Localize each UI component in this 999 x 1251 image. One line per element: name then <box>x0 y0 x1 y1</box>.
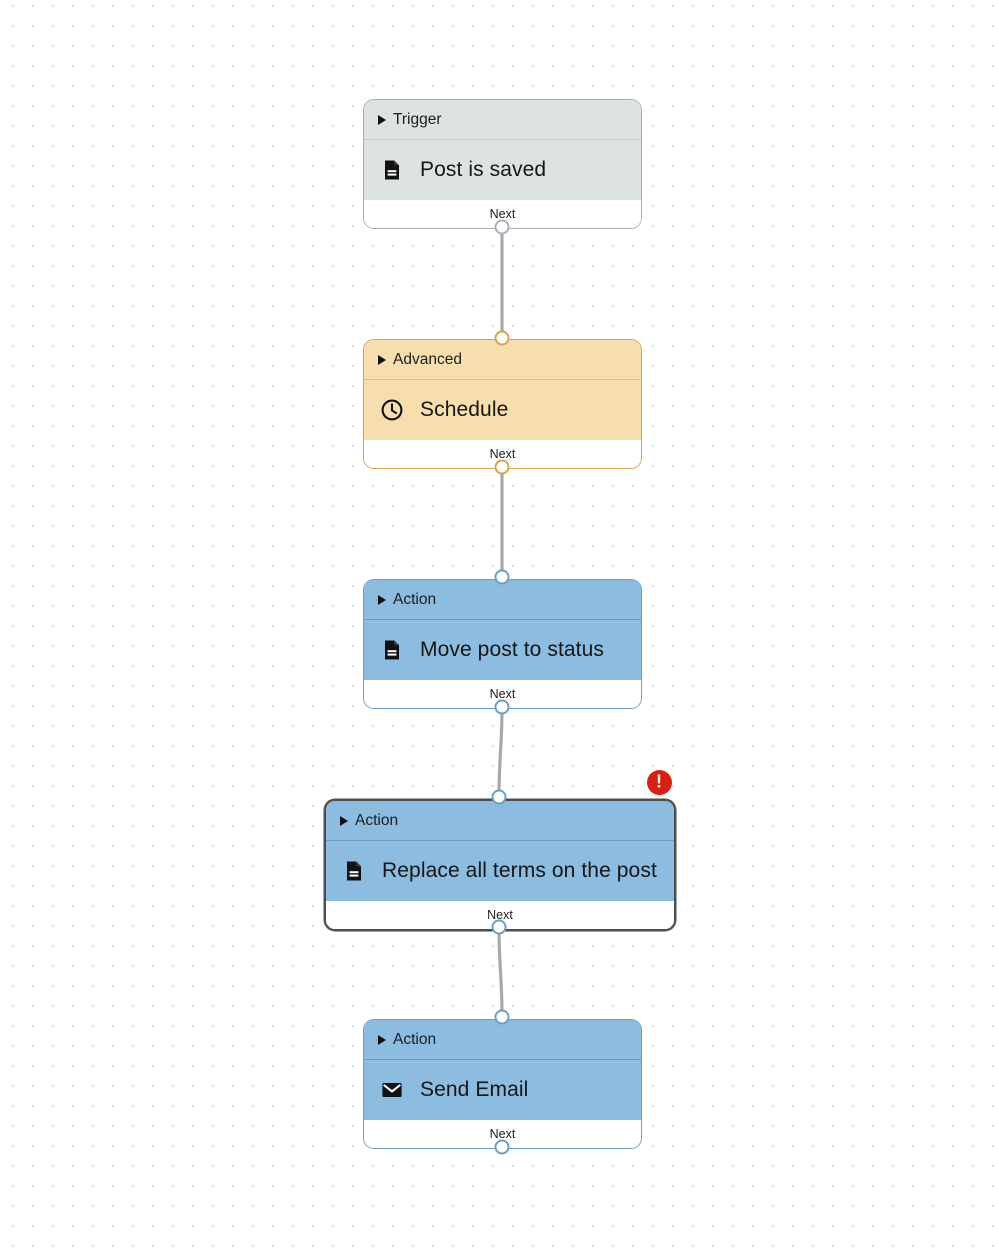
error-exclamation-glyph: ! <box>656 771 662 792</box>
disclosure-triangle-icon[interactable] <box>340 815 348 826</box>
document-icon <box>385 160 399 180</box>
envelope-icon <box>382 1083 402 1097</box>
disclosure-triangle-icon[interactable] <box>378 354 386 365</box>
node-category-label: Action <box>355 811 399 829</box>
disclosure-triangle-icon[interactable] <box>378 594 386 605</box>
node-title-label: Send Email <box>420 1078 529 1101</box>
node-category-label: Action <box>393 1030 437 1048</box>
node-title-label: Schedule <box>420 398 509 421</box>
disclosure-triangle-icon[interactable] <box>378 1034 386 1045</box>
node-body-trigger-post-is-saved[interactable]: Post is saved <box>364 140 641 200</box>
port-advanced-out[interactable] <box>494 459 510 475</box>
document-icon <box>347 861 361 881</box>
node-body-action-replace-all-terms-on-the-post[interactable]: Replace all terms on the post <box>326 841 674 901</box>
port-move-post-in[interactable] <box>494 569 510 585</box>
port-send-email-in[interactable] <box>494 1009 510 1025</box>
port-move-post-out[interactable] <box>494 699 510 715</box>
node-header-action-move-post-to-status[interactable]: Action <box>364 580 641 620</box>
disclosure-triangle-icon[interactable] <box>378 114 386 125</box>
port-replace-terms-out[interactable] <box>491 919 507 935</box>
edge-move-post-to-replace-terms[interactable] <box>497 705 504 799</box>
node-title-label: Replace all terms on the post <box>382 859 657 882</box>
clock-icon <box>381 399 403 421</box>
edge-replace-terms-to-send-email[interactable] <box>497 925 504 1019</box>
node-next-label: Next <box>489 1127 516 1141</box>
node-header-action-send-email[interactable]: Action <box>364 1020 641 1060</box>
port-advanced-in[interactable] <box>494 330 510 346</box>
node-body-action-send-email[interactable]: Send Email <box>364 1060 641 1120</box>
error-badge-icon[interactable]: ! <box>646 769 672 795</box>
document-icon <box>385 640 399 660</box>
node-next-label: Next <box>489 687 516 701</box>
node-body-advanced-schedule[interactable]: Schedule <box>364 380 641 440</box>
port-send-email-out[interactable] <box>494 1139 510 1155</box>
node-category-label: Trigger <box>393 110 442 128</box>
node-header-trigger-post-is-saved[interactable]: Trigger <box>364 100 641 140</box>
node-title-label: Post is saved <box>420 158 547 181</box>
node-next-footer[interactable]: Next <box>364 440 641 468</box>
node-next-label: Next <box>489 447 516 461</box>
node-next-label: Next <box>487 908 513 922</box>
node-title-label: Move post to status <box>420 638 604 661</box>
node-header-action-replace-all-terms-on-the-post[interactable]: Action <box>326 801 674 841</box>
node-header-advanced-schedule[interactable]: Advanced <box>364 340 641 380</box>
node-next-label: Next <box>489 207 516 221</box>
node-category-label: Advanced <box>393 350 462 368</box>
node-category-label: Action <box>393 590 437 608</box>
port-trigger-out[interactable] <box>494 219 510 235</box>
node-body-action-move-post-to-status[interactable]: Move post to status <box>364 620 641 680</box>
port-replace-terms-in[interactable] <box>491 789 507 805</box>
